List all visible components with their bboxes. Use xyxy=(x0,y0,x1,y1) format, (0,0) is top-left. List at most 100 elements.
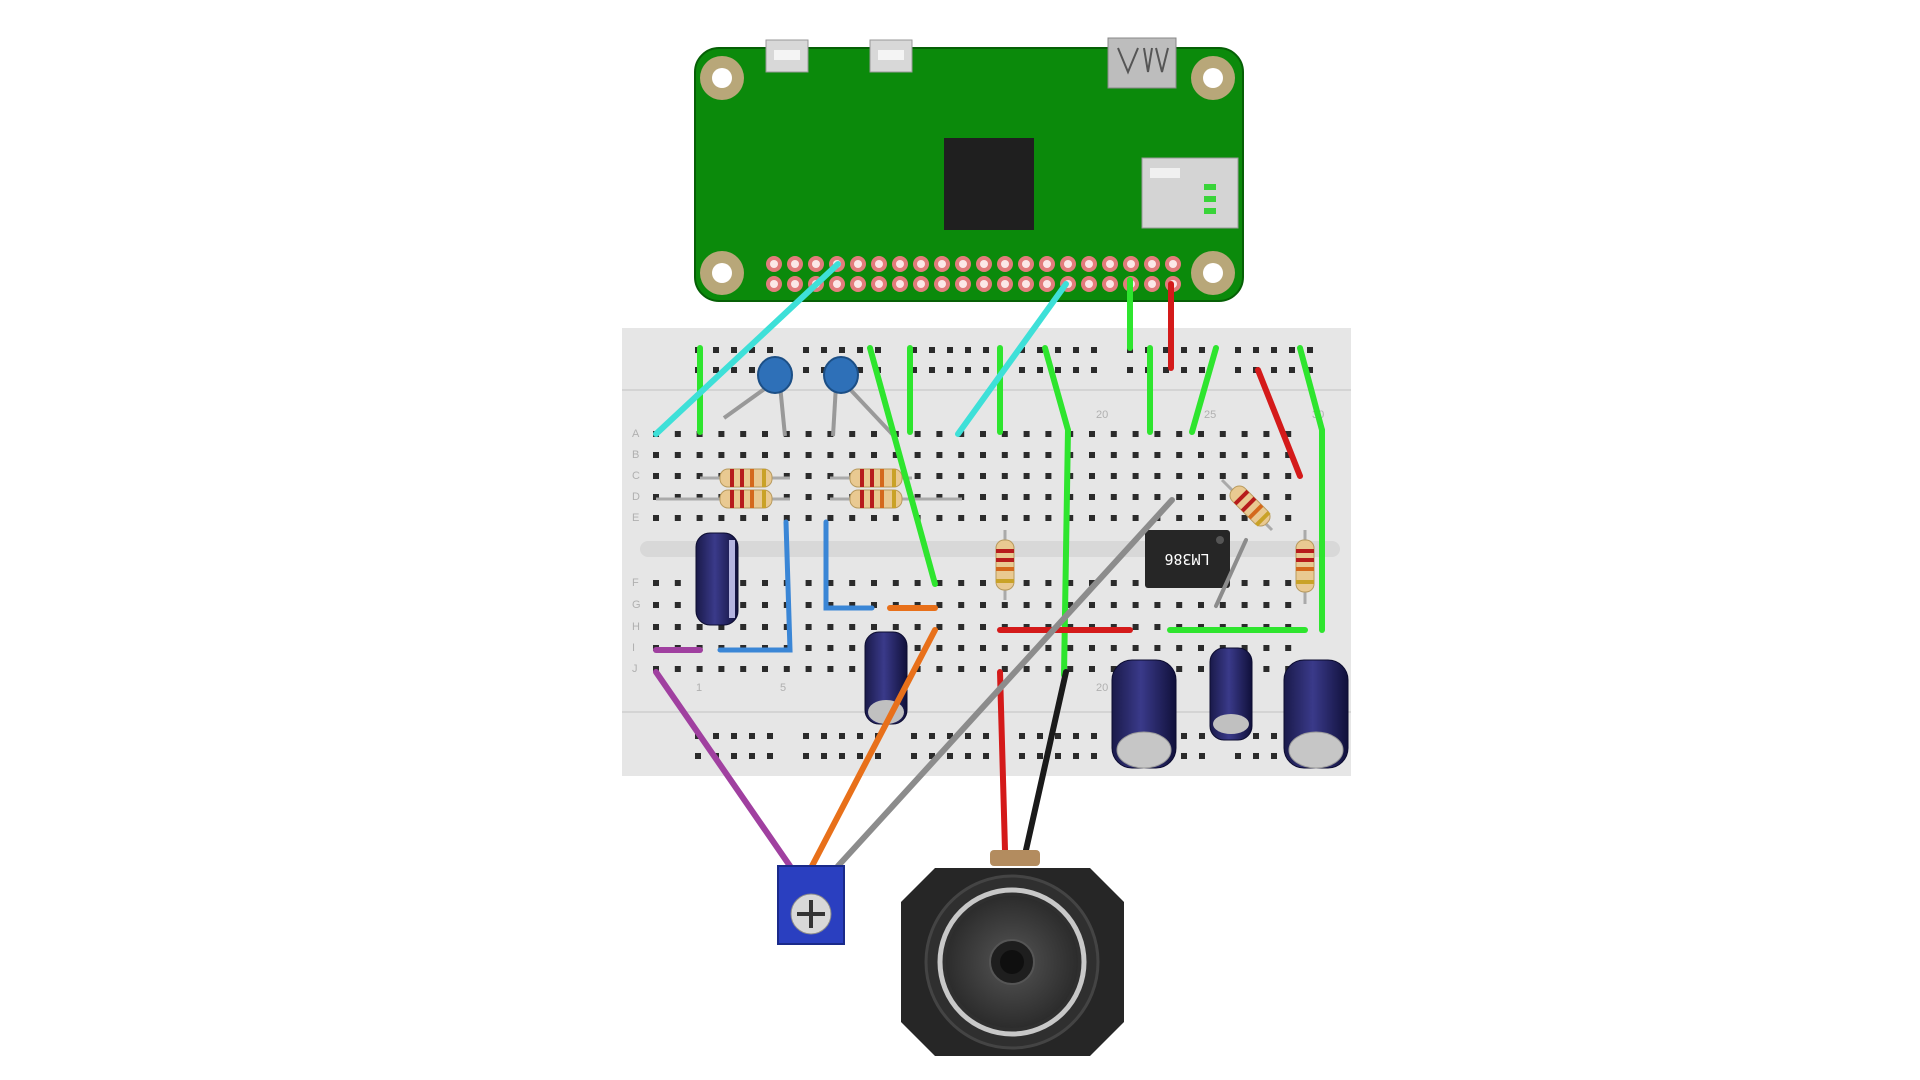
breadboard-hole xyxy=(871,624,877,630)
breadboard-hole xyxy=(740,515,747,521)
breadboard-hole xyxy=(674,666,681,672)
green-wire xyxy=(867,345,938,587)
gpio-pin xyxy=(1085,260,1093,268)
breadboard-hole xyxy=(1285,452,1292,458)
breadboard-hole xyxy=(783,452,790,458)
breadboard-hole xyxy=(1154,602,1161,608)
breadboard-hole xyxy=(653,666,659,672)
breadboard-hole xyxy=(1241,431,1248,437)
breadboard-hole xyxy=(653,580,659,586)
lm386-amplifier: LM386 xyxy=(1145,530,1230,588)
breadboard-hole xyxy=(696,666,703,672)
breadboard-hole xyxy=(1132,624,1139,630)
breadboard-hole xyxy=(1154,473,1161,479)
breadboard-hole xyxy=(827,666,834,672)
breadboard-hole xyxy=(1154,431,1161,437)
row-labels: A B C D E F G H I J xyxy=(632,428,641,675)
rail-hole xyxy=(731,347,737,353)
breadboard-hole xyxy=(805,473,812,479)
potentiometer xyxy=(777,865,845,945)
capacitor-leg xyxy=(722,383,772,420)
breadboard-hole xyxy=(936,473,943,479)
breadboard-hole xyxy=(1089,666,1095,672)
breadboard-hole xyxy=(1045,494,1052,500)
breadboard-hole xyxy=(958,473,965,479)
rail-hole xyxy=(875,347,881,353)
breadboard-hole xyxy=(762,666,768,672)
rail-hole xyxy=(1181,733,1187,739)
gpio-pin xyxy=(980,260,988,268)
breadboard-hole xyxy=(674,580,681,586)
micro-usb-power-opening xyxy=(774,50,800,60)
breadboard-hole xyxy=(674,515,681,521)
breadboard-hole xyxy=(762,602,768,608)
breadboard-hole xyxy=(958,645,965,651)
breadboard-hole xyxy=(1263,666,1270,672)
breadboard-hole xyxy=(1067,666,1074,672)
gpio-pin xyxy=(1085,280,1093,288)
breadboard-hole xyxy=(827,452,834,458)
breadboard-hole xyxy=(1089,494,1095,500)
breadboard-hole xyxy=(936,624,943,630)
breadboard-hole xyxy=(1285,645,1292,651)
gpio-pin xyxy=(1043,280,1051,288)
breadboard-hole xyxy=(1110,580,1117,586)
capacitor-leg xyxy=(844,383,896,438)
rail-hole xyxy=(983,753,989,759)
rail-hole xyxy=(1289,367,1295,373)
breadboard-hole xyxy=(718,666,725,672)
rail-hole xyxy=(1091,753,1097,759)
breadboard-hole xyxy=(1198,515,1204,521)
raspberry-pi-zero xyxy=(694,37,1244,302)
breadboard-hole xyxy=(871,431,877,437)
breadboard-hole xyxy=(1132,645,1139,651)
breadboard-hole xyxy=(1023,452,1030,458)
rail-hole xyxy=(965,753,971,759)
resistor-body-group xyxy=(1229,485,1271,527)
rail-hole xyxy=(1055,753,1061,759)
rail-hole xyxy=(1271,347,1277,353)
speaker-ring xyxy=(937,887,1087,1037)
breadboard-hole xyxy=(783,666,790,672)
breadboard-hole xyxy=(1176,602,1183,608)
breadboard-hole xyxy=(1263,473,1270,479)
breadboard-hole xyxy=(783,473,790,479)
rail-hole xyxy=(1073,733,1079,739)
rail-hole xyxy=(803,347,809,353)
gpio-pin xyxy=(917,280,925,288)
resistor-band xyxy=(1240,496,1257,513)
rail-hole xyxy=(1073,347,1079,353)
breadboard-hole xyxy=(849,431,856,437)
breadboard-hole xyxy=(849,624,856,630)
green-wire xyxy=(1189,345,1219,435)
green-wire xyxy=(1042,345,1071,433)
capacitor-leg xyxy=(778,384,787,437)
breadboard-hole xyxy=(1132,473,1139,479)
breadboard-hole xyxy=(1001,602,1008,608)
rail-hole xyxy=(1181,753,1187,759)
breadboard-hole xyxy=(1241,580,1248,586)
breadboard-hole xyxy=(762,515,768,521)
breadboard-hole xyxy=(1241,452,1248,458)
breadboard-hole xyxy=(1285,602,1292,608)
resistor-band xyxy=(892,469,896,487)
breadboard-hole xyxy=(980,515,986,521)
breadboard-hole xyxy=(1045,666,1052,672)
breadboard-hole xyxy=(1176,431,1183,437)
breadboard-hole xyxy=(783,515,790,521)
breadboard-hole xyxy=(871,515,877,521)
breadboard-hole xyxy=(871,602,877,608)
breadboard-hole xyxy=(849,602,856,608)
speaker-red-lead xyxy=(997,669,1008,853)
breadboard-hole xyxy=(827,580,834,586)
breadboard-hole xyxy=(827,431,834,437)
resistor-band xyxy=(762,469,766,487)
gray-wire xyxy=(835,497,1175,869)
resistor-band xyxy=(1233,489,1250,506)
breadboard-hole xyxy=(1198,452,1204,458)
potentiometer-slot xyxy=(797,900,825,928)
breadboard-hole xyxy=(914,473,921,479)
rail-hole xyxy=(1055,367,1061,373)
gpio-pin xyxy=(770,280,778,288)
